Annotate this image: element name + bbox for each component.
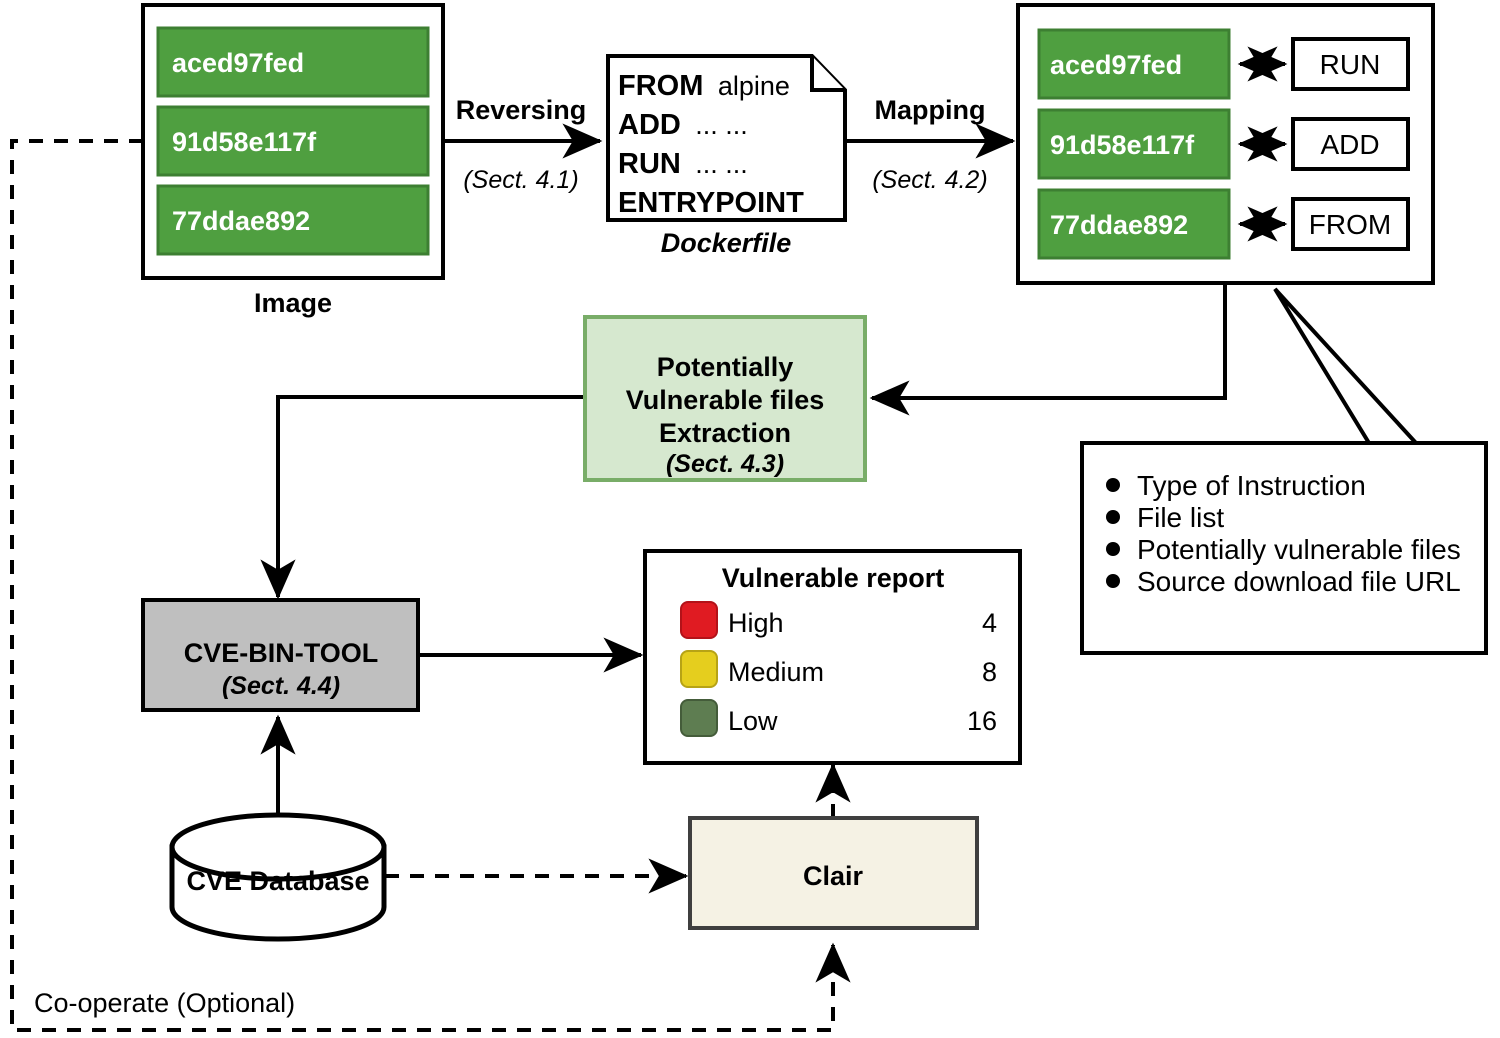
database-label: CVE Database xyxy=(186,866,369,896)
cvebintool-node-box xyxy=(141,598,420,712)
mapping-node: aced97fed RUN 91d58e117f ADD 77ddae892 F… xyxy=(1016,3,1435,285)
image-node: aced97fed 91d58e117f 77ddae892 Image xyxy=(141,3,445,318)
severity-label-medium: Medium xyxy=(728,657,824,687)
dockerfile-arg-2: ... ... xyxy=(695,149,748,179)
edge-reversing-label: Reversing xyxy=(456,95,587,125)
dockerfile-keyword-3: ENTRYPOINT xyxy=(618,187,804,219)
mapping-instruction-label-2: FROM xyxy=(1309,209,1391,240)
edge-reversing-labels: Reversing (Sect. 4.1) xyxy=(456,95,587,194)
dockerfile-arg-0: alpine xyxy=(718,71,790,101)
dockerfile-line-0: FROM alpine xyxy=(618,70,790,102)
image-layer-label-2: 77ddae892 xyxy=(172,206,310,236)
edge-mapping-labels: Mapping (Sect. 4.2) xyxy=(872,95,987,194)
database-node: CVE Database xyxy=(169,812,387,942)
clair-label: Clair xyxy=(803,861,864,891)
callout-item-3: Source download file URL xyxy=(1137,566,1461,597)
callout-node: Type of Instruction File list Potentiall… xyxy=(1080,441,1488,655)
image-layer-block-2 xyxy=(156,184,430,256)
extraction-line-1: Potentially xyxy=(657,352,794,382)
edge-mapping-to-extraction xyxy=(869,278,1227,416)
dockerfile-node: FROM alpine ADD ... ... RUN ... ... ENTR… xyxy=(606,54,847,258)
dockerfile-keyword-2: RUN xyxy=(618,148,681,180)
dockerfile-keyword-0: FROM xyxy=(618,70,703,102)
dockerfile-keyword-1: ADD xyxy=(618,109,681,141)
mapping-layer-block-2 xyxy=(1037,188,1231,260)
image-layer-block-1 xyxy=(156,105,430,177)
mapping-instruction-box-2 xyxy=(1291,197,1410,251)
dockerfile-node-caption: Dockerfile xyxy=(661,228,792,258)
clair-node: Clair xyxy=(688,816,979,930)
dockerfile-line-3: ENTRYPOINT xyxy=(618,187,804,219)
callout-item-2: Potentially vulnerable files xyxy=(1137,534,1461,565)
extraction-node: Potentially Vulnerable files Extraction … xyxy=(583,315,867,482)
mapping-instruction-box-0 xyxy=(1291,37,1410,91)
dockerfile-fold-corner-icon xyxy=(810,56,845,92)
callout-item-0: Type of Instruction xyxy=(1137,470,1366,501)
severity-swatch-high xyxy=(680,601,718,639)
cvebintool-section: (Sect. 4.4) xyxy=(222,672,340,700)
mapping-instruction-label-1: ADD xyxy=(1320,129,1379,160)
edge-cooperate-dashed xyxy=(10,139,851,1032)
clair-node-box xyxy=(688,816,979,930)
severity-label-high: High xyxy=(728,608,784,638)
extraction-line-2: Vulnerable files xyxy=(626,385,825,415)
edge-extraction-to-cvebintool xyxy=(260,395,585,600)
extraction-node-box xyxy=(583,315,867,482)
mapping-layer-label-0: aced97fed xyxy=(1050,50,1182,80)
dockerfile-line-1: ADD ... ... xyxy=(618,109,748,141)
bullet-dot-icon-0 xyxy=(1106,478,1120,492)
mapping-layer-block-1 xyxy=(1037,108,1231,180)
severity-count-high: 4 xyxy=(982,608,997,638)
bullet-dot-icon-1 xyxy=(1106,510,1120,524)
report-node: Vulnerable report High 4 Medium 8 Low 16 xyxy=(643,549,1022,765)
report-title: Vulnerable report xyxy=(722,563,945,593)
dockerfile-arg-1: ... ... xyxy=(695,110,748,140)
callout-node-box xyxy=(1080,441,1488,655)
extraction-section: (Sect. 4.3) xyxy=(666,450,784,478)
image-layer-label-0: aced97fed xyxy=(172,48,304,78)
severity-count-medium: 8 xyxy=(982,657,997,687)
bullet-dot-icon-2 xyxy=(1106,542,1120,556)
severity-label-low: Low xyxy=(728,706,778,736)
edge-mapping-label: Mapping xyxy=(875,95,986,125)
edge-cooperate-label: Co-operate (Optional) xyxy=(34,988,295,1018)
edge-mapping-section: (Sect. 4.2) xyxy=(872,166,987,194)
mapping-layer-label-2: 77ddae892 xyxy=(1050,210,1188,240)
image-layer-label-1: 91d58e117f xyxy=(172,127,317,157)
severity-swatch-low xyxy=(680,699,718,737)
mapping-layer-label-1: 91d58e117f xyxy=(1050,130,1195,160)
database-cylinder-top-icon xyxy=(169,812,387,882)
edge-reversing-section: (Sect. 4.1) xyxy=(463,166,578,194)
bullet-dot-icon-3 xyxy=(1106,574,1120,588)
cvebintool-title: CVE-BIN-TOOL xyxy=(184,638,379,668)
callout-item-1: File list xyxy=(1137,502,1224,533)
mapping-instruction-box-1 xyxy=(1291,117,1410,171)
severity-count-low: 16 xyxy=(967,706,997,736)
dockerfile-line-2: RUN ... ... xyxy=(618,148,748,180)
mapping-layer-block-0 xyxy=(1037,28,1231,100)
extraction-line-3: Extraction xyxy=(659,418,791,448)
callout-tail xyxy=(1273,287,1421,445)
severity-swatch-medium xyxy=(680,650,718,688)
dockerfile-node-box xyxy=(606,54,847,222)
image-node-caption: Image xyxy=(254,288,332,318)
cvebintool-node: CVE-BIN-TOOL (Sect. 4.4) xyxy=(141,598,420,712)
image-layer-block-0 xyxy=(156,26,430,98)
mapping-instruction-label-0: RUN xyxy=(1320,49,1381,80)
